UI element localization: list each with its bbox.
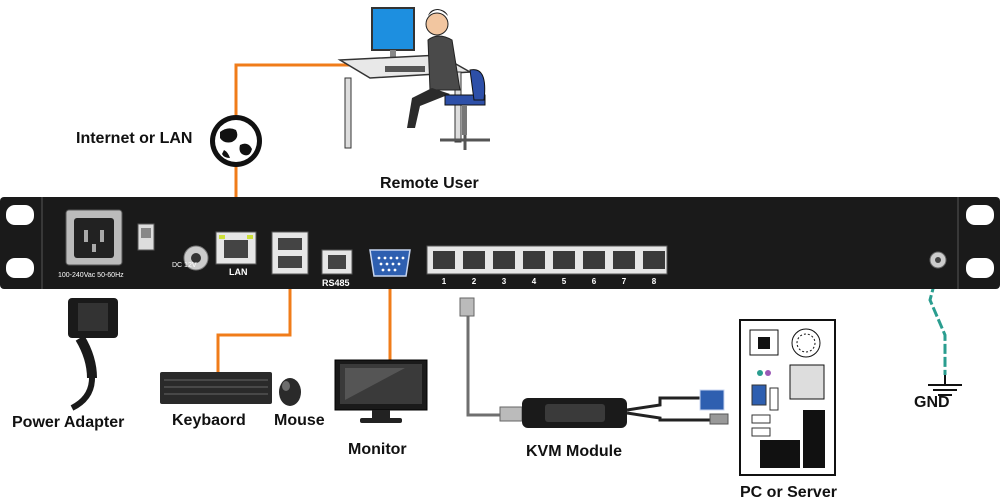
label-mouse: Mouse xyxy=(274,412,325,429)
kvm-cable xyxy=(466,298,710,422)
label-internet-or-lan: Internet or LAN xyxy=(76,130,193,147)
kvm-rack-panel xyxy=(0,197,1000,289)
kvm-usb-plug xyxy=(709,413,729,425)
remote-monitor-screen xyxy=(371,7,415,51)
port-number-8: 8 xyxy=(651,277,657,286)
port-number-1: 1 xyxy=(441,277,447,286)
rack-ear-hole-bl xyxy=(6,258,34,278)
pc-vga-port xyxy=(751,384,767,406)
kvm-module-device xyxy=(459,297,729,428)
keyboard-cable xyxy=(216,275,292,372)
power-adapter-plug xyxy=(68,298,118,411)
label-lan-port: LAN xyxy=(229,267,248,277)
keyboard-device xyxy=(160,372,272,404)
rs485-port xyxy=(321,249,353,275)
rack-ear-hole-br xyxy=(966,258,994,278)
label-kvm-module: KVM Module xyxy=(526,443,622,460)
label-power-adapter: Power Adapter xyxy=(12,414,125,431)
label-pc-or-server: PC or Server xyxy=(740,484,837,501)
label-power-rating: 100-240Vac 50-60Hz xyxy=(58,272,124,279)
port-number-5: 5 xyxy=(561,277,567,286)
label-rs485-port: RS485 xyxy=(322,278,350,288)
monitor-device xyxy=(334,359,428,423)
pc-vent-grille xyxy=(789,364,825,400)
port-number-4: 4 xyxy=(531,277,537,286)
label-monitor: Monitor xyxy=(348,441,407,458)
rj45-ports xyxy=(433,251,665,269)
port-number-2: 2 xyxy=(471,277,477,286)
remote-to-internet-cable xyxy=(234,63,392,115)
label-remote-user: Remote User xyxy=(380,175,479,192)
port-number-6: 6 xyxy=(591,277,597,286)
label-keyboard: Keybaord xyxy=(172,412,246,429)
label-dc-12v: DC 12V xyxy=(172,262,197,269)
rack-ear-hole-tr xyxy=(966,205,994,225)
ground-symbol-icon xyxy=(928,375,962,396)
vga-port xyxy=(369,249,411,277)
port-number-3: 3 xyxy=(501,277,507,286)
orange-cables xyxy=(216,63,392,372)
pc-tower xyxy=(739,319,836,476)
mouse-device xyxy=(279,378,301,406)
remote-user-illustration xyxy=(337,7,490,150)
label-gnd: GND xyxy=(914,394,950,411)
person-body xyxy=(427,35,461,91)
globe-icon xyxy=(210,115,262,167)
port-number-7: 7 xyxy=(621,277,627,286)
rack-ear-hole-tl xyxy=(6,205,34,225)
kvm-vga-plug xyxy=(699,389,725,411)
